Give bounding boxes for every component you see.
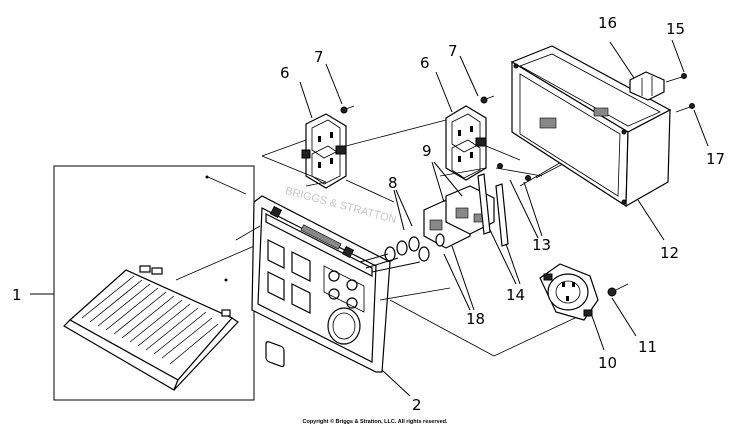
part-16-terminal-block xyxy=(629,71,665,101)
callout-14: 12 xyxy=(660,244,679,262)
part-7-screw-right xyxy=(480,96,488,104)
callout-12: 13 xyxy=(532,236,551,254)
callout-10: 10 xyxy=(598,354,617,372)
part-2-faceplate xyxy=(251,195,391,373)
callout-13: 14 xyxy=(506,286,525,304)
part-6-outlet-left xyxy=(301,113,347,189)
part-17-screw xyxy=(689,103,695,109)
callout-6a: 6 xyxy=(280,64,290,82)
callout-9: 9 xyxy=(422,142,432,160)
part-11-nut xyxy=(607,287,617,297)
cover-screw xyxy=(207,176,247,195)
part-14-housing xyxy=(510,45,672,208)
callout-15: 15 xyxy=(666,20,685,38)
copyright-text: Copyright © Briggs & Stratton, LLC. All … xyxy=(302,418,448,425)
callout-7b: 7 xyxy=(448,42,458,60)
callout-6b: 6 xyxy=(420,54,430,72)
part-6-outlet-right xyxy=(445,105,487,181)
callout-11: 11 xyxy=(638,338,657,356)
part-1-cover-inset xyxy=(53,165,269,401)
callout-7a: 7 xyxy=(314,48,324,66)
callout-16: 16 xyxy=(598,14,617,32)
callout-8: 8 xyxy=(388,174,398,192)
callout-17: 17 xyxy=(706,150,725,168)
leader-2 xyxy=(381,369,411,397)
part-15-screw xyxy=(681,73,687,79)
callout-18: 18 xyxy=(466,310,485,328)
part-7-screw-left xyxy=(340,106,348,114)
callout-1: 1 xyxy=(12,286,22,304)
part-10-receptacle xyxy=(539,263,599,321)
part-9-breaker-assembly xyxy=(359,163,543,273)
callout-2: 2 xyxy=(412,396,422,414)
